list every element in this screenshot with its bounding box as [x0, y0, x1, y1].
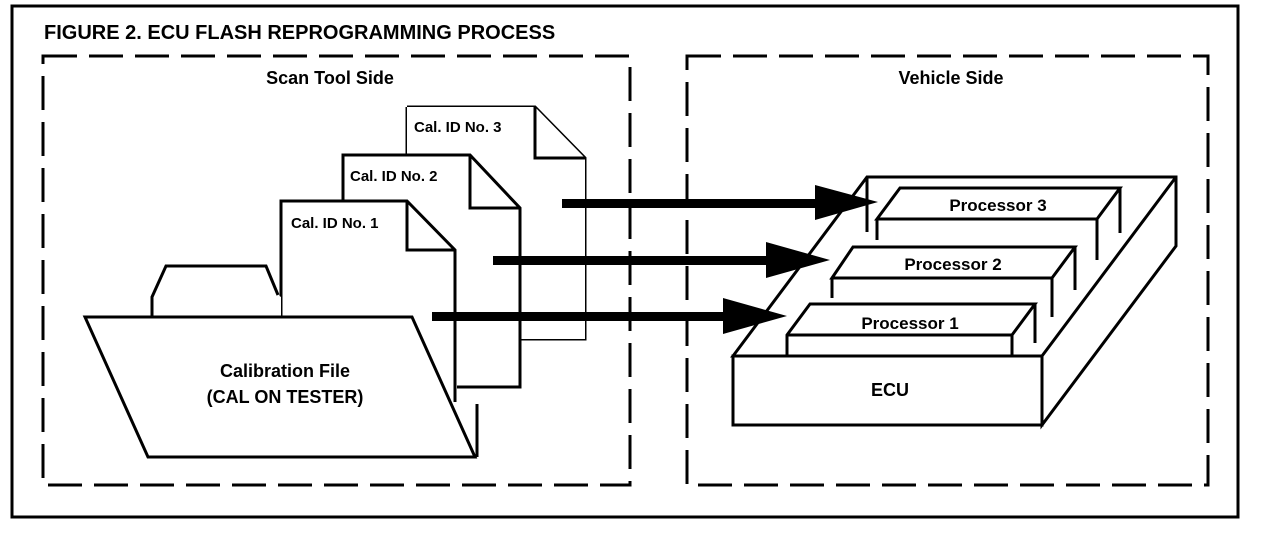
folder-label-line1: Calibration File	[220, 361, 350, 381]
ecu-label: ECU	[871, 380, 909, 400]
document-label-3: Cal. ID No. 3	[414, 119, 502, 136]
processor-3	[874, 186, 1123, 260]
ecu-tray	[730, 175, 1178, 430]
folder-icon	[82, 264, 479, 459]
document-cal-id-2	[341, 153, 522, 389]
processor-2-label: Processor 2	[904, 255, 1001, 274]
scan-tool-side-box	[41, 54, 632, 487]
arrow-cal2-to-processor2	[493, 242, 830, 278]
arrow-cal1-to-processor1	[432, 298, 787, 334]
processor-2	[829, 245, 1078, 317]
outer-frame	[10, 4, 1240, 519]
processor-1-label: Processor 1	[861, 314, 958, 333]
ecu-front-panel	[731, 354, 1044, 427]
document-label-2: Cal. ID No. 2	[350, 168, 438, 185]
vehicle-side-label: Vehicle Side	[898, 68, 1003, 88]
processor-1	[785, 302, 1038, 358]
vehicle-side-box	[685, 54, 1210, 487]
folder-label-line2: (CAL ON TESTER)	[207, 387, 364, 407]
processor-3-label: Processor 3	[949, 196, 1046, 215]
figure-title: FIGURE 2. ECU FLASH REPROGRAMMING PROCES…	[44, 22, 555, 44]
document-label-1: Cal. ID No. 1	[291, 215, 379, 232]
scan-tool-side-label: Scan Tool Side	[266, 68, 394, 88]
arrow-cal3-to-processor3	[562, 185, 878, 220]
